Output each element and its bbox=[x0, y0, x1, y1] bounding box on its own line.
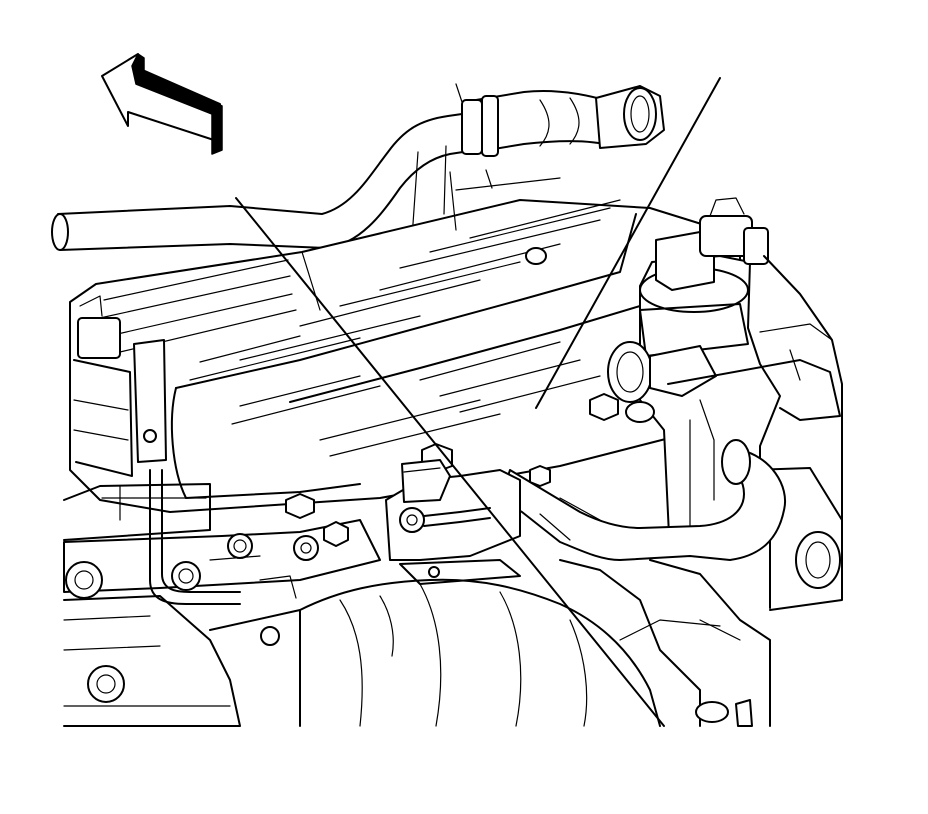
direction-arrow bbox=[101, 53, 223, 155]
outlet-hose bbox=[499, 439, 787, 561]
air-hose bbox=[51, 83, 665, 251]
mounting-bracket bbox=[65, 339, 619, 703]
callout-leader bbox=[235, 77, 721, 727]
exhaust-manifold bbox=[63, 555, 771, 727]
engine-cover bbox=[63, 169, 741, 593]
